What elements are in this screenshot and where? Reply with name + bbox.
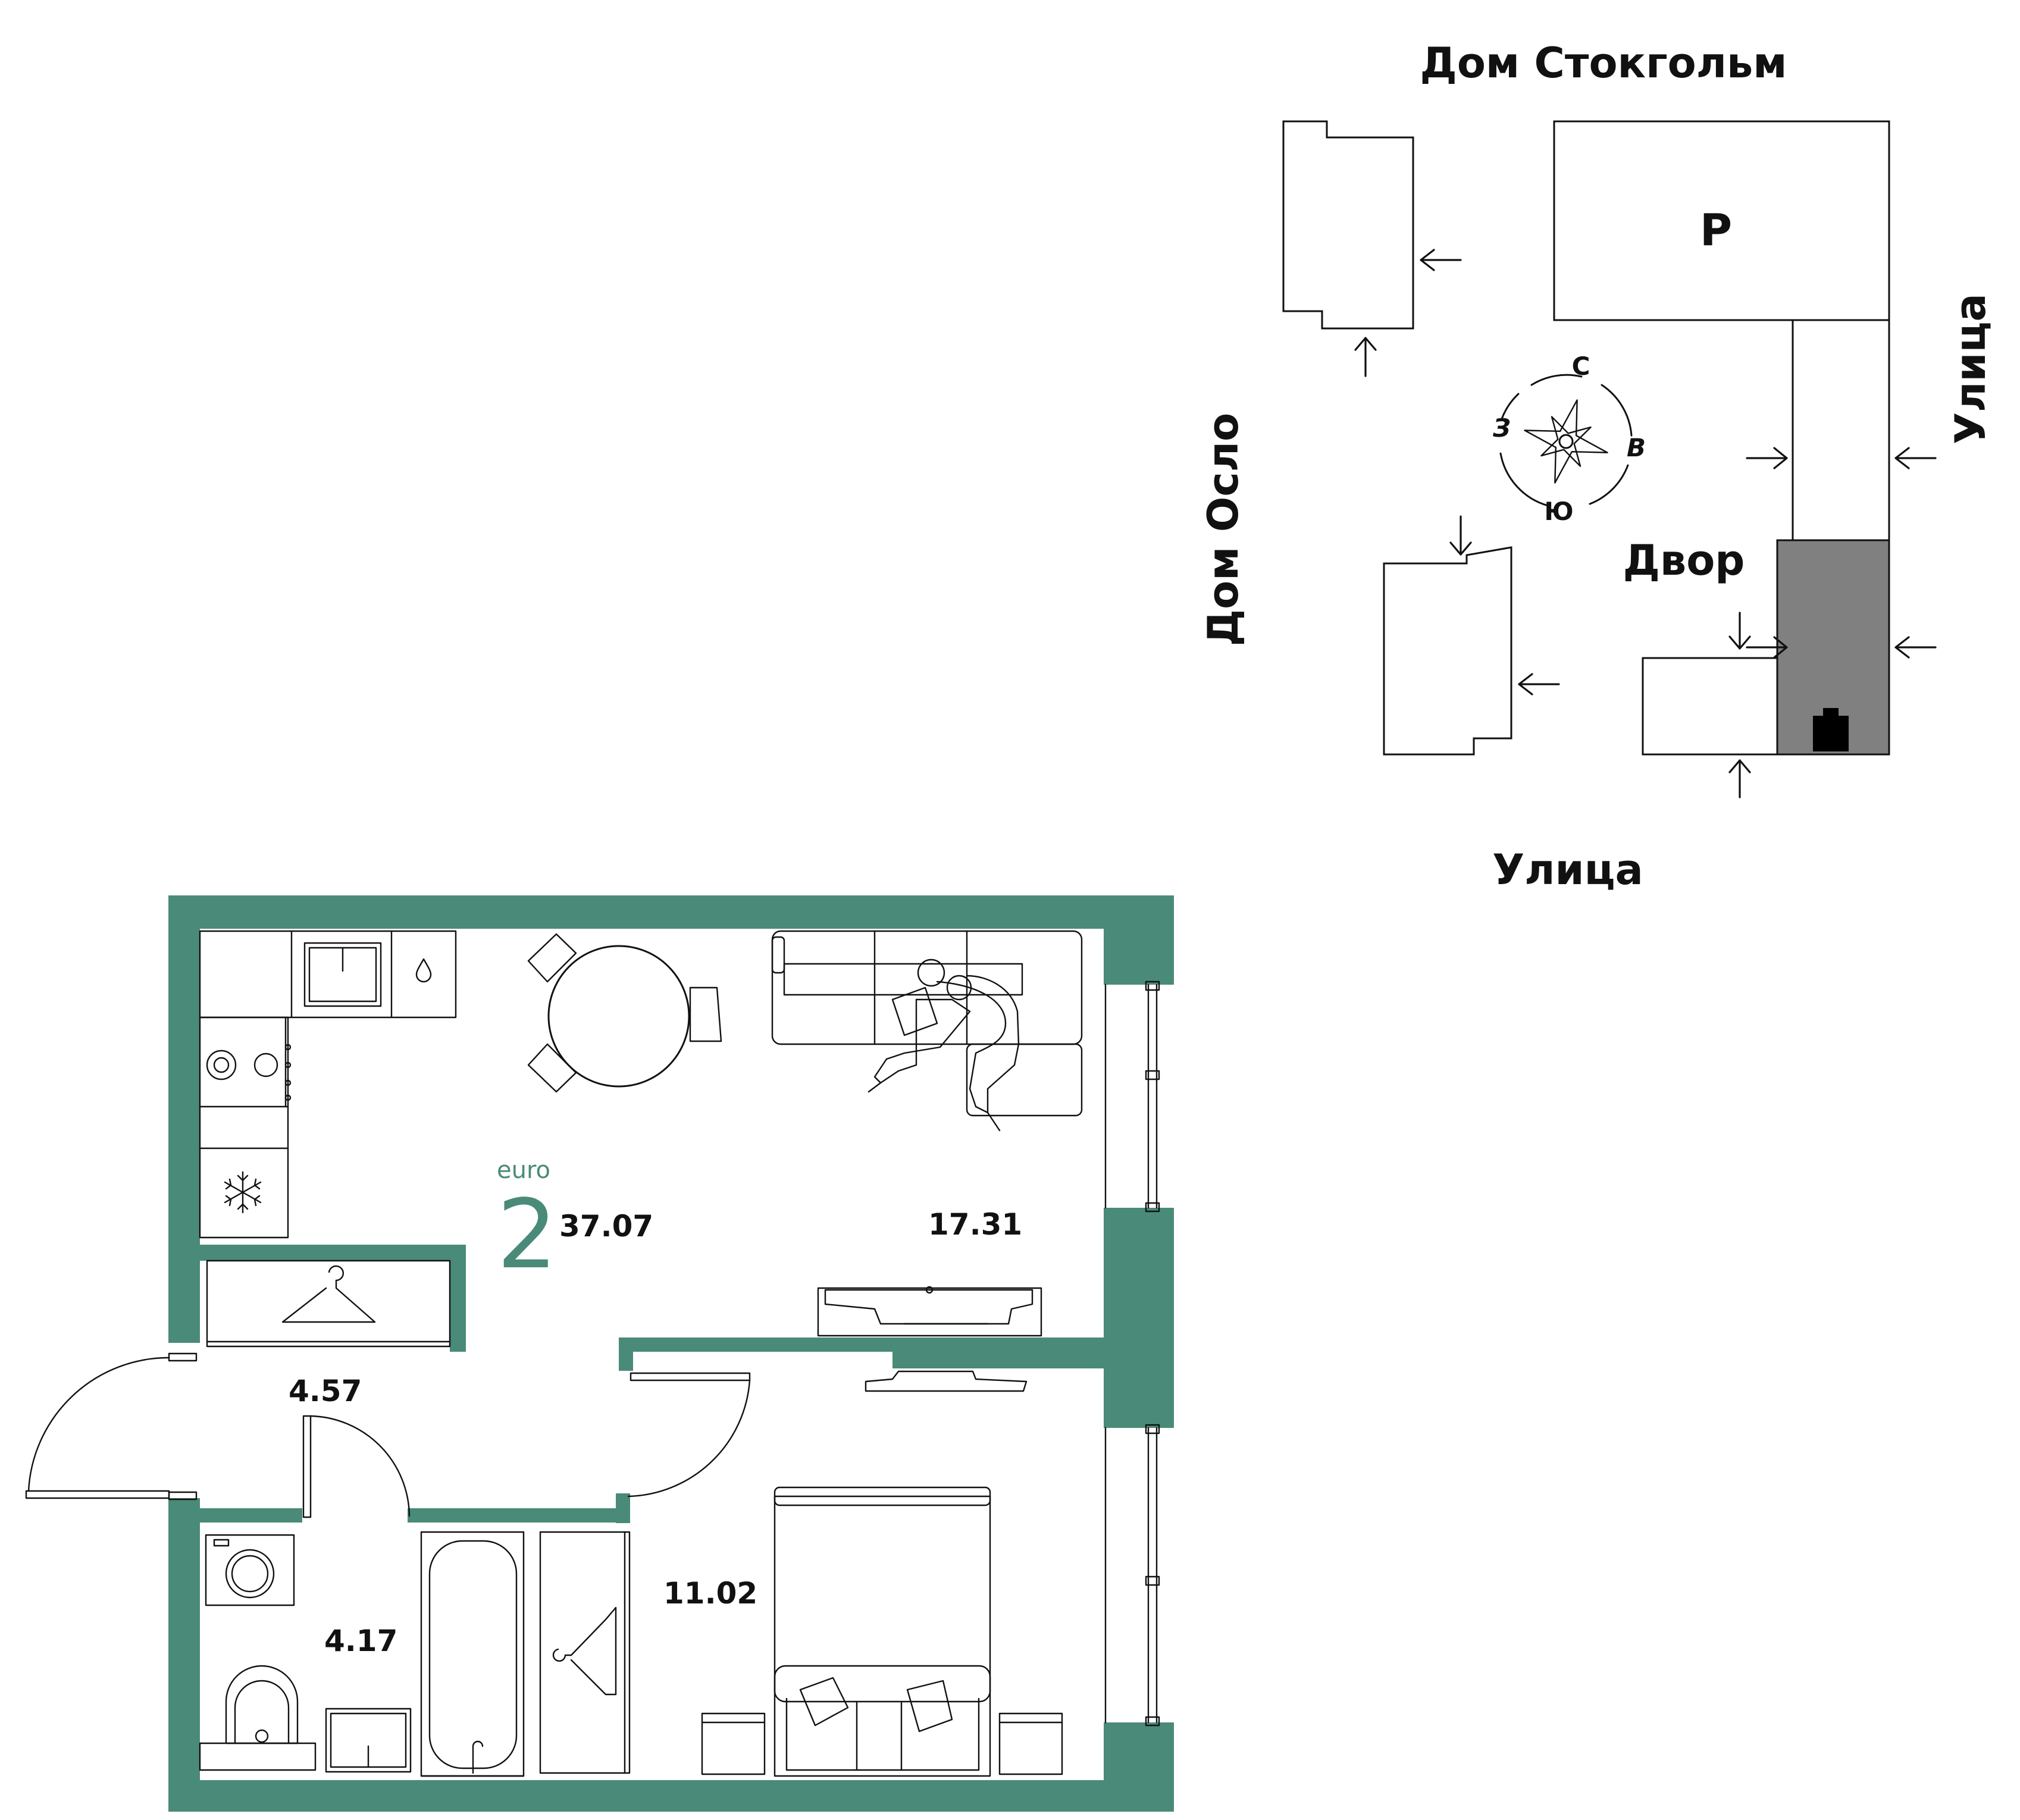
arrow-left-icon [1518,673,1560,696]
arrow-up-icon [1728,759,1751,798]
parking-block [1553,120,1890,321]
hanger-icon [281,1265,376,1323]
street-right-label: Улица [1946,293,1995,444]
building-bottom-right [1642,657,1778,756]
arrow-down-icon [1449,515,1472,556]
apartment-plan: euro 2 37.07 17.31 4.57 4.17 11.02 [25,895,1174,1812]
apartment-rooms-count: 2 [497,1179,558,1290]
snowflake-icon [224,1171,262,1214]
window-bedroom [1104,1424,1163,1727]
nightstand-left [701,1712,766,1775]
living-area-label: 17.31 [928,1207,1022,1242]
compass-west: З [1492,414,1511,443]
parking-label: P [1700,205,1732,256]
apartment-class-label: euro [497,1157,550,1184]
compass-rose-icon: С Ю З В [1492,352,1646,526]
bathtub-icon [420,1531,525,1777]
arrow-right-icon [1746,636,1788,659]
building-right-wing [1792,319,1890,541]
wall-living-bed-stub [619,1337,633,1371]
building-marker [1813,716,1849,751]
wall-kitchen-hall-end [450,1245,466,1352]
sofa [771,930,1083,1117]
wall-top [168,895,1174,929]
house-stockholm-label: Дом Стокгольм [1420,39,1787,87]
compass-south: Ю [1544,497,1573,526]
dining-table [527,933,722,1093]
bed [773,1486,991,1777]
total-area-label: 37.07 [559,1209,653,1243]
hall-area-label: 4.57 [289,1374,362,1408]
compass-north: С [1572,352,1590,381]
hanger-icon [552,1606,617,1696]
wall-right-top [1104,895,1174,985]
bedroom-wardrobe [539,1531,631,1774]
compass-east: В [1627,433,1646,462]
washing-machine-icon [205,1534,295,1606]
arrow-left-icon [1894,636,1937,659]
stove-icon [206,1044,292,1101]
tv-unit-living [817,1286,1042,1337]
wall-living-bed-thick [892,1337,1104,1368]
bathroom-door [302,1415,411,1518]
toilet-icon [199,1665,317,1771]
bedroom-area-label: 11.02 [663,1576,757,1611]
wall-left-top [168,895,200,1343]
wall-bath-hall-left [200,1508,302,1523]
bath-sink-icon [325,1708,412,1773]
bedroom-door [627,1372,751,1498]
building-stockholm-left [1282,120,1414,330]
street-bottom-label: Улица [1492,845,1643,894]
building-marker-top [1823,708,1839,718]
arrow-down-icon [1728,612,1751,650]
water-drop-icon [415,958,432,983]
arrow-left-icon [1420,249,1462,271]
entrance-arrows [1354,249,1937,798]
wall-right-mid [1104,1208,1174,1428]
wall-bed-hall-stub [616,1493,630,1523]
site-plan: Дом Стокгольм P Дом Осло Улица Улица Дво… [1199,39,1995,894]
nightstand-right [998,1712,1063,1775]
tv-bedroom [865,1370,1028,1392]
window-living [1104,981,1163,1213]
arrow-right-icon [1746,447,1788,469]
house-oslo-label: Дом Осло [1199,413,1248,646]
walls [168,895,1174,1812]
wall-kitchen-hall [200,1245,466,1261]
arrow-up-icon [1354,337,1377,377]
sink-icon [303,942,382,1007]
entrance-door [25,1352,198,1501]
arrow-left-icon [1894,447,1937,469]
wall-bath-hall-right [408,1508,619,1523]
kitchen-unit [199,930,457,1239]
people-reading-icon [867,958,1020,1132]
wall-left-bottom [168,1498,200,1812]
building-oslo [1383,546,1512,756]
hall-wardrobe [206,1260,451,1348]
wall-bottom [168,1780,1174,1812]
bath-area-label: 4.17 [324,1624,397,1658]
yard-label: Двор [1623,536,1745,585]
